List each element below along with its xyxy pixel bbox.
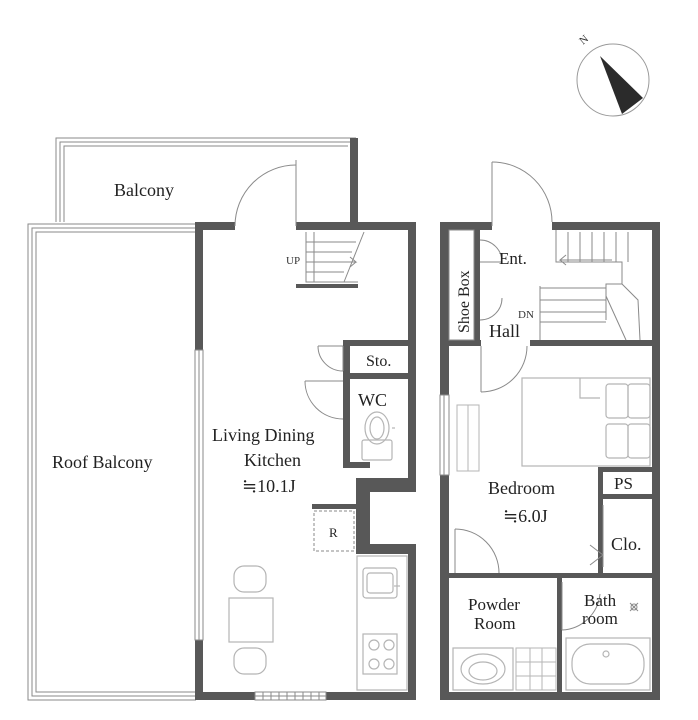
shower-icon [629,602,639,612]
ldk-area: ≒10.1J [242,476,296,496]
left-unit-walls [195,222,416,700]
kitchen-counter [356,555,408,691]
balcony-door [234,160,297,227]
compass: N [576,33,650,117]
stair-rail [296,284,358,288]
dining-set-icon [228,565,274,675]
north-arrow-icon [600,56,643,114]
powder-room-label-line2: Room [474,614,516,633]
entrance-door [491,161,553,226]
roof-balcony-label: Roof Balcony [52,452,153,472]
shoe-box-label: Shoe Box [456,270,473,333]
bedroom-label: Bedroom [488,478,555,498]
stairs-down-label: DN [518,309,534,321]
bedroom-door [480,345,528,393]
ldk-window-west [194,349,204,641]
washing-machine-icon [515,647,557,691]
bedroom-area: ≒6.0J [503,506,548,526]
bathroom-door [561,582,601,631]
stairs-up [305,231,365,283]
shoe-box-door [479,239,503,321]
entrance-label: Ent. [499,249,527,268]
ps-label: PS [614,474,633,493]
storage-label: Sto. [366,353,391,370]
bedroom-window [439,394,450,476]
balcony [55,137,356,222]
roof-balcony [27,223,196,701]
wc-door [304,380,344,420]
shoe-box [448,229,475,341]
bathtub-icon [565,637,651,691]
bathroom-label-line1: Bath [584,591,617,610]
washbasin-icon [452,647,514,691]
bathroom-label-line2: room [582,609,618,628]
stairs-up-label: UP [286,255,300,267]
right-unit-walls [440,222,660,700]
ldk-label-line2: Kitchen [244,450,301,470]
compass-ring [576,43,650,117]
closet-label: Clo. [611,534,642,554]
balcony-label: Balcony [114,180,174,200]
stairs-down [539,230,641,341]
fridge-label: R [329,525,338,540]
balcony-wall [350,138,358,222]
shelf-icon [456,404,480,472]
wc-label: WC [358,390,387,410]
powder-room-label-line1: Powder [468,595,520,614]
compass-label: N [577,33,591,47]
closet-door [589,505,604,567]
ldk-window-south [254,691,327,701]
hall-label: Hall [489,321,520,341]
ldk-label-line1: Living Dining [212,425,315,445]
toilet-icon [361,411,395,461]
powder-room-door [454,528,500,574]
storage-door [317,345,344,372]
bed-icon [521,377,651,467]
fridge-icon [313,510,355,552]
